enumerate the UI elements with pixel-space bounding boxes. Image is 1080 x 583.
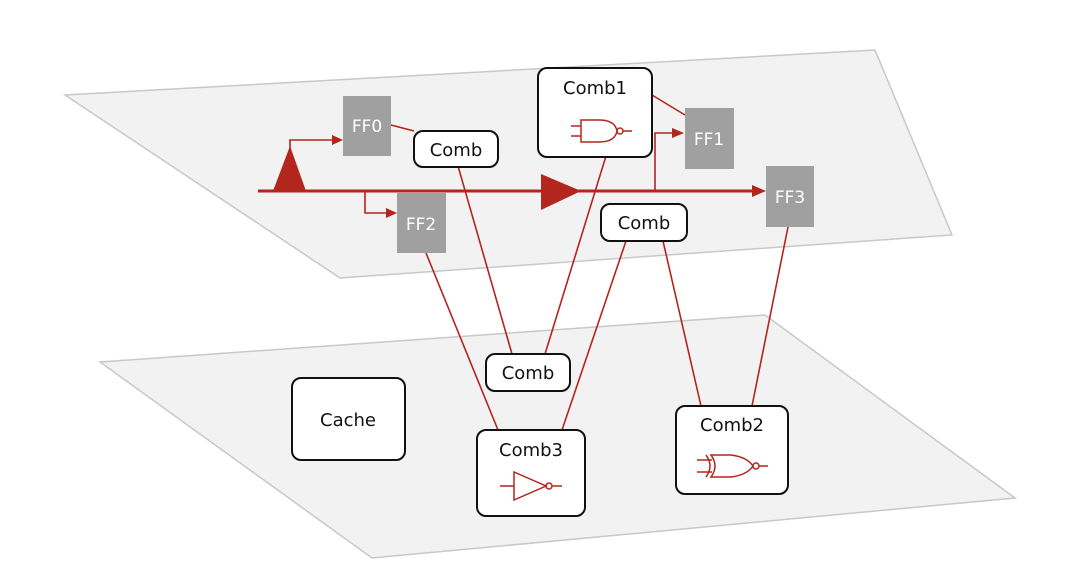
wire-branch-ff0: [289, 139, 333, 166]
wire-ff2-to-comb3: [425, 252, 499, 431]
bottom-comb3-box: [476, 429, 586, 517]
wire-ff3-to-comb2: [751, 226, 789, 407]
ff2: FF2: [397, 193, 446, 253]
ff1: FF1: [685, 108, 734, 169]
top-layer-plane: [62, 49, 954, 279]
wire-comb-to-comb2: [662, 240, 702, 407]
bottom-comb3-label: Comb3: [499, 440, 563, 461]
ff2-box: [397, 193, 446, 253]
cache-box: [291, 377, 406, 461]
bottom-comb2-label: Comb2: [700, 415, 764, 436]
cache-label: Cache: [320, 410, 376, 431]
wire-branch-ff1: [654, 132, 672, 191]
wire-ff0-to-comb: [390, 124, 415, 132]
not-gate-icon: [500, 470, 562, 502]
arrowhead-ff1: [672, 128, 684, 138]
top-comb-b-label: Comb: [618, 213, 671, 234]
bottom-comb2: Comb2: [675, 405, 789, 495]
top-comb1-box: [537, 67, 653, 158]
inter-layer-wires: [425, 155, 789, 431]
nand-gate-icon: [571, 119, 632, 143]
bottom-comb-label: Comb: [502, 363, 555, 384]
arrowhead-ff0: [332, 135, 343, 145]
ff0: FF0: [343, 96, 391, 156]
ff3-label: FF3: [775, 188, 805, 208]
wire-comb-to-bottom-comb: [457, 165, 513, 355]
wire-comb1-to-bottom-comb: [544, 155, 607, 355]
wire-comb-to-comb3: [561, 240, 627, 431]
top-comb-a-label: Comb: [430, 140, 483, 161]
xnor-gate-icon: [697, 454, 768, 478]
clock-bus-arrowhead: [752, 185, 766, 197]
buffer-arrow-icon: [541, 174, 581, 210]
ff2-label: FF2: [406, 215, 436, 235]
top-comb-b-box: [600, 203, 688, 242]
ff0-label: FF0: [352, 117, 382, 137]
top-comb-a-box: [413, 130, 499, 168]
arrowhead-ff2: [386, 208, 397, 218]
ff3: FF3: [766, 166, 814, 227]
bottom-comb3: Comb3: [476, 429, 586, 517]
top-layer-wiring: [258, 94, 766, 218]
ff3-box: [766, 166, 814, 227]
bottom-comb: Comb: [485, 353, 571, 392]
cache: Cache: [291, 377, 406, 461]
top-comb-b: Comb: [600, 203, 688, 242]
top-comb-a: Comb: [413, 130, 499, 168]
ff0-box: [343, 96, 391, 156]
ff1-label: FF1: [694, 130, 724, 150]
top-comb1-label: Comb1: [563, 78, 627, 99]
ff1-box: [685, 108, 734, 169]
wire-branch-ff2: [364, 191, 386, 214]
triangle-icon: [273, 146, 306, 191]
top-comb1: Comb1: [537, 67, 653, 158]
wire-comb1-to-ff1: [651, 94, 686, 116]
bottom-comb-box: [485, 353, 571, 392]
